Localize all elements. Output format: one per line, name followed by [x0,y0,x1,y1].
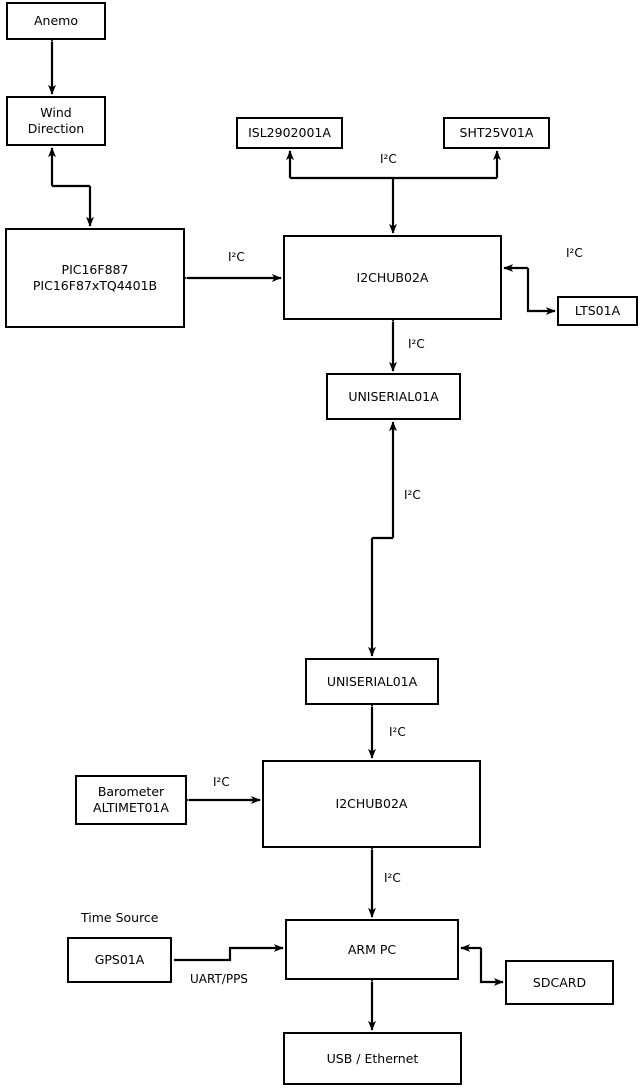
node-label-wind-direction: Wind Direction [27,105,85,136]
edge-label-i2c-hub-armpc: I²C [384,871,401,885]
node-lts01a[interactable]: LTS01A [557,296,638,326]
edge-armpc-sdcard-out [479,948,504,986]
node-label-gps01a: GPS01A [94,952,145,968]
node-pic-mcu[interactable]: PIC16F887 PIC16F87xTQ4401B [5,228,185,328]
edge-label-i2c-hub-uniserial: I²C [408,337,425,351]
node-barometer-altimet01a[interactable]: Barometer ALTIMET01A [75,775,187,825]
node-wind-direction[interactable]: Wind Direction [6,96,106,146]
edge-label-i2c-top-bus: I²C [380,152,397,166]
node-sdcard[interactable]: SDCARD [505,960,614,1005]
node-i2chub02a-top[interactable]: I2CHUB02A [283,235,502,320]
node-label-barometer-altimet01a: Barometer ALTIMET01A [93,784,169,815]
node-isl2902001a[interactable]: ISL2902001A [236,117,343,149]
node-anemo[interactable]: Anemo [6,2,106,40]
label-time-source: Time Source [81,910,159,925]
edge-label-i2c-uniserial-link: I²C [404,488,421,502]
node-label-anemo: Anemo [34,13,78,29]
node-usb-ethernet[interactable]: USB / Ethernet [283,1032,462,1085]
edge-label-i2c-pic-hub: I²C [228,250,245,264]
node-sht25v01a[interactable]: SHT25V01A [443,117,550,149]
node-label-uniserial01a-lower: UNISERIAL01A [326,673,418,689]
edge-hubtop-lts-out [526,268,556,315]
node-gps01a[interactable]: GPS01A [67,937,172,983]
node-label-isl2902001a: ISL2902001A [248,125,331,141]
node-i2chub02a-bottom[interactable]: I2CHUB02A [262,760,481,848]
node-label-i2chub02a-bottom: I2CHUB02A [335,796,408,812]
node-label-sdcard: SDCARD [532,974,587,990]
node-arm-pc[interactable]: ARM PC [285,919,459,980]
node-label-lts01a: LTS01A [574,303,621,319]
node-label-usb-ethernet: USB / Ethernet [326,1050,419,1066]
node-uniserial01a-upper[interactable]: UNISERIAL01A [326,373,461,420]
node-label-i2chub02a-top: I2CHUB02A [356,269,429,285]
edge-gps-armpc [174,944,284,962]
edge-label-i2c-uniserial-hub2: I²C [389,725,406,739]
node-label-uniserial01a-upper: UNISERIAL01A [348,388,439,404]
edge-label-i2c-barometer: I²C [213,775,230,789]
node-label-pic-mcu: PIC16F887 PIC16F87xTQ4401B [32,262,158,293]
node-uniserial01a-lower[interactable]: UNISERIAL01A [305,658,439,705]
node-label-sht25v01a: SHT25V01A [459,125,534,141]
edge-label-uart-pps: UART/PPS [190,972,248,986]
node-label-arm-pc: ARM PC [347,941,397,957]
edge-label-i2c-hub-lts: I²C [566,246,583,260]
